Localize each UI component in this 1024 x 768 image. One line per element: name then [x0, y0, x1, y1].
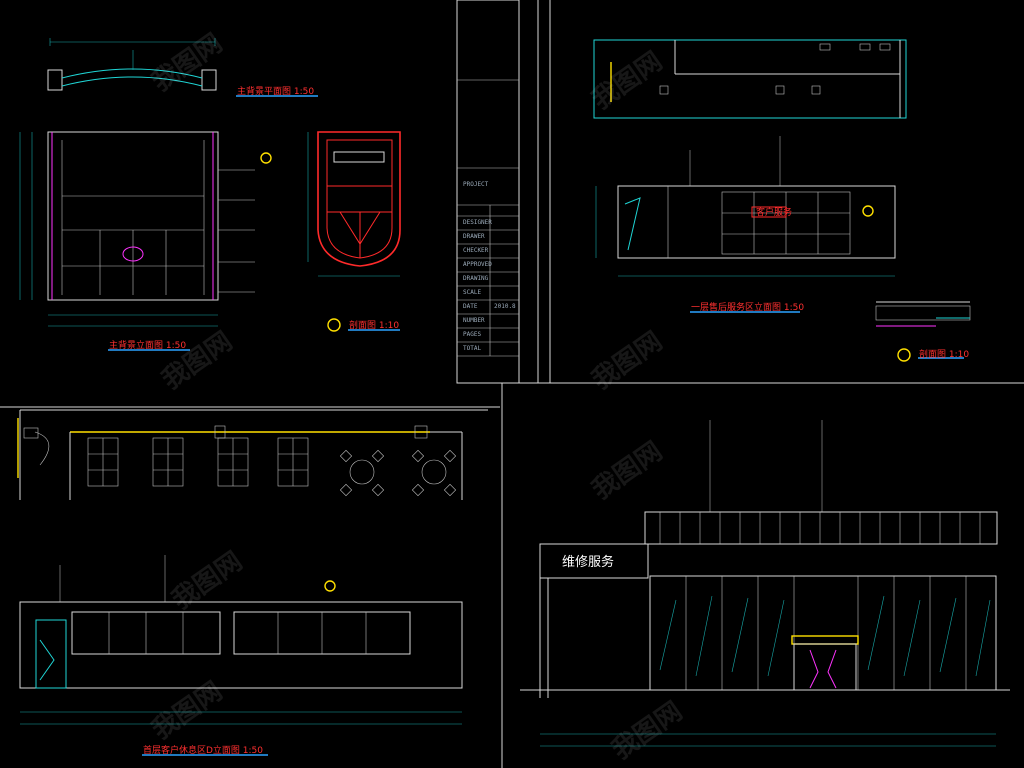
watermark-2: 我图网: [587, 46, 668, 115]
tb-scale-label: SCALE: [463, 289, 481, 296]
main-wall-plan-title: 主背景平面图 1:50: [237, 85, 314, 97]
service-counter-sign: 客户服务: [756, 206, 792, 218]
tb-number-label: NUMBER: [463, 317, 485, 324]
tb-designer-label: DESIGNER: [463, 219, 492, 226]
watermark-7: 我图网: [147, 676, 228, 745]
tb-date-value: 2010.8: [494, 303, 516, 310]
lounge-round-tables: [339, 449, 457, 497]
repair-service-sign: 维修服务: [562, 554, 614, 570]
first-floor-service-elevation: 客户服务 一层售后服务区立面图 1:50: [595, 136, 896, 313]
watermark-3: 我图网: [157, 326, 238, 395]
tb-checker-label: CHECKER: [463, 247, 489, 254]
section-2-title: 剖面图 1:10: [919, 348, 969, 360]
repair-service-facade: 维修服务: [520, 420, 1010, 747]
watermark-8: 我图网: [607, 696, 688, 765]
tb-drawing-label: DRAWING: [463, 275, 489, 282]
main-wall-elevation: 主背景立面图 1:50: [19, 131, 272, 351]
customer-lounge-elevation: 首层客户休息区D立面图 1:50: [19, 555, 463, 756]
customer-lounge-elevation-title: 首层客户休息区D立面图 1:50: [143, 744, 263, 756]
watermark-6: 我图网: [587, 436, 668, 505]
section-1-title: 剖面图 1:10: [349, 319, 399, 331]
tb-total-label: TOTAL: [463, 345, 481, 352]
facade-canopy-ribs: [659, 512, 981, 544]
section-1: 剖面图 1:10: [307, 131, 401, 332]
section-2: 剖面图 1:10: [875, 301, 971, 362]
facade-glass-mullions: [685, 576, 967, 690]
lounge-tables-group-a: [87, 437, 309, 487]
tb-date-label: DATE: [463, 303, 478, 310]
main-wall-elevation-title: 主背景立面图 1:50: [109, 339, 186, 351]
title-block: PROJECT DESIGNER DRAWER CHECKER APPROVED…: [456, 0, 539, 384]
main-wall-plan: 主背景平面图 1:50: [47, 38, 318, 97]
tb-project-label: PROJECT: [463, 181, 489, 188]
top-right-plan: [593, 39, 907, 119]
watermark-layer: 我图网 我图网 我图网 我图网 我图网 我图网 我图网 我图网: [147, 28, 688, 765]
tb-drawer-label: DRAWER: [463, 233, 485, 240]
tb-pages-label: PAGES: [463, 331, 481, 338]
facade-glass-hatch: [659, 595, 991, 677]
lounge-plan: [17, 409, 488, 500]
watermark-5: 我图网: [167, 546, 248, 615]
watermark-4: 我图网: [587, 326, 668, 395]
first-floor-service-elevation-title: 一层售后服务区立面图 1:50: [691, 301, 804, 313]
tb-approved-label: APPROVED: [463, 261, 492, 268]
